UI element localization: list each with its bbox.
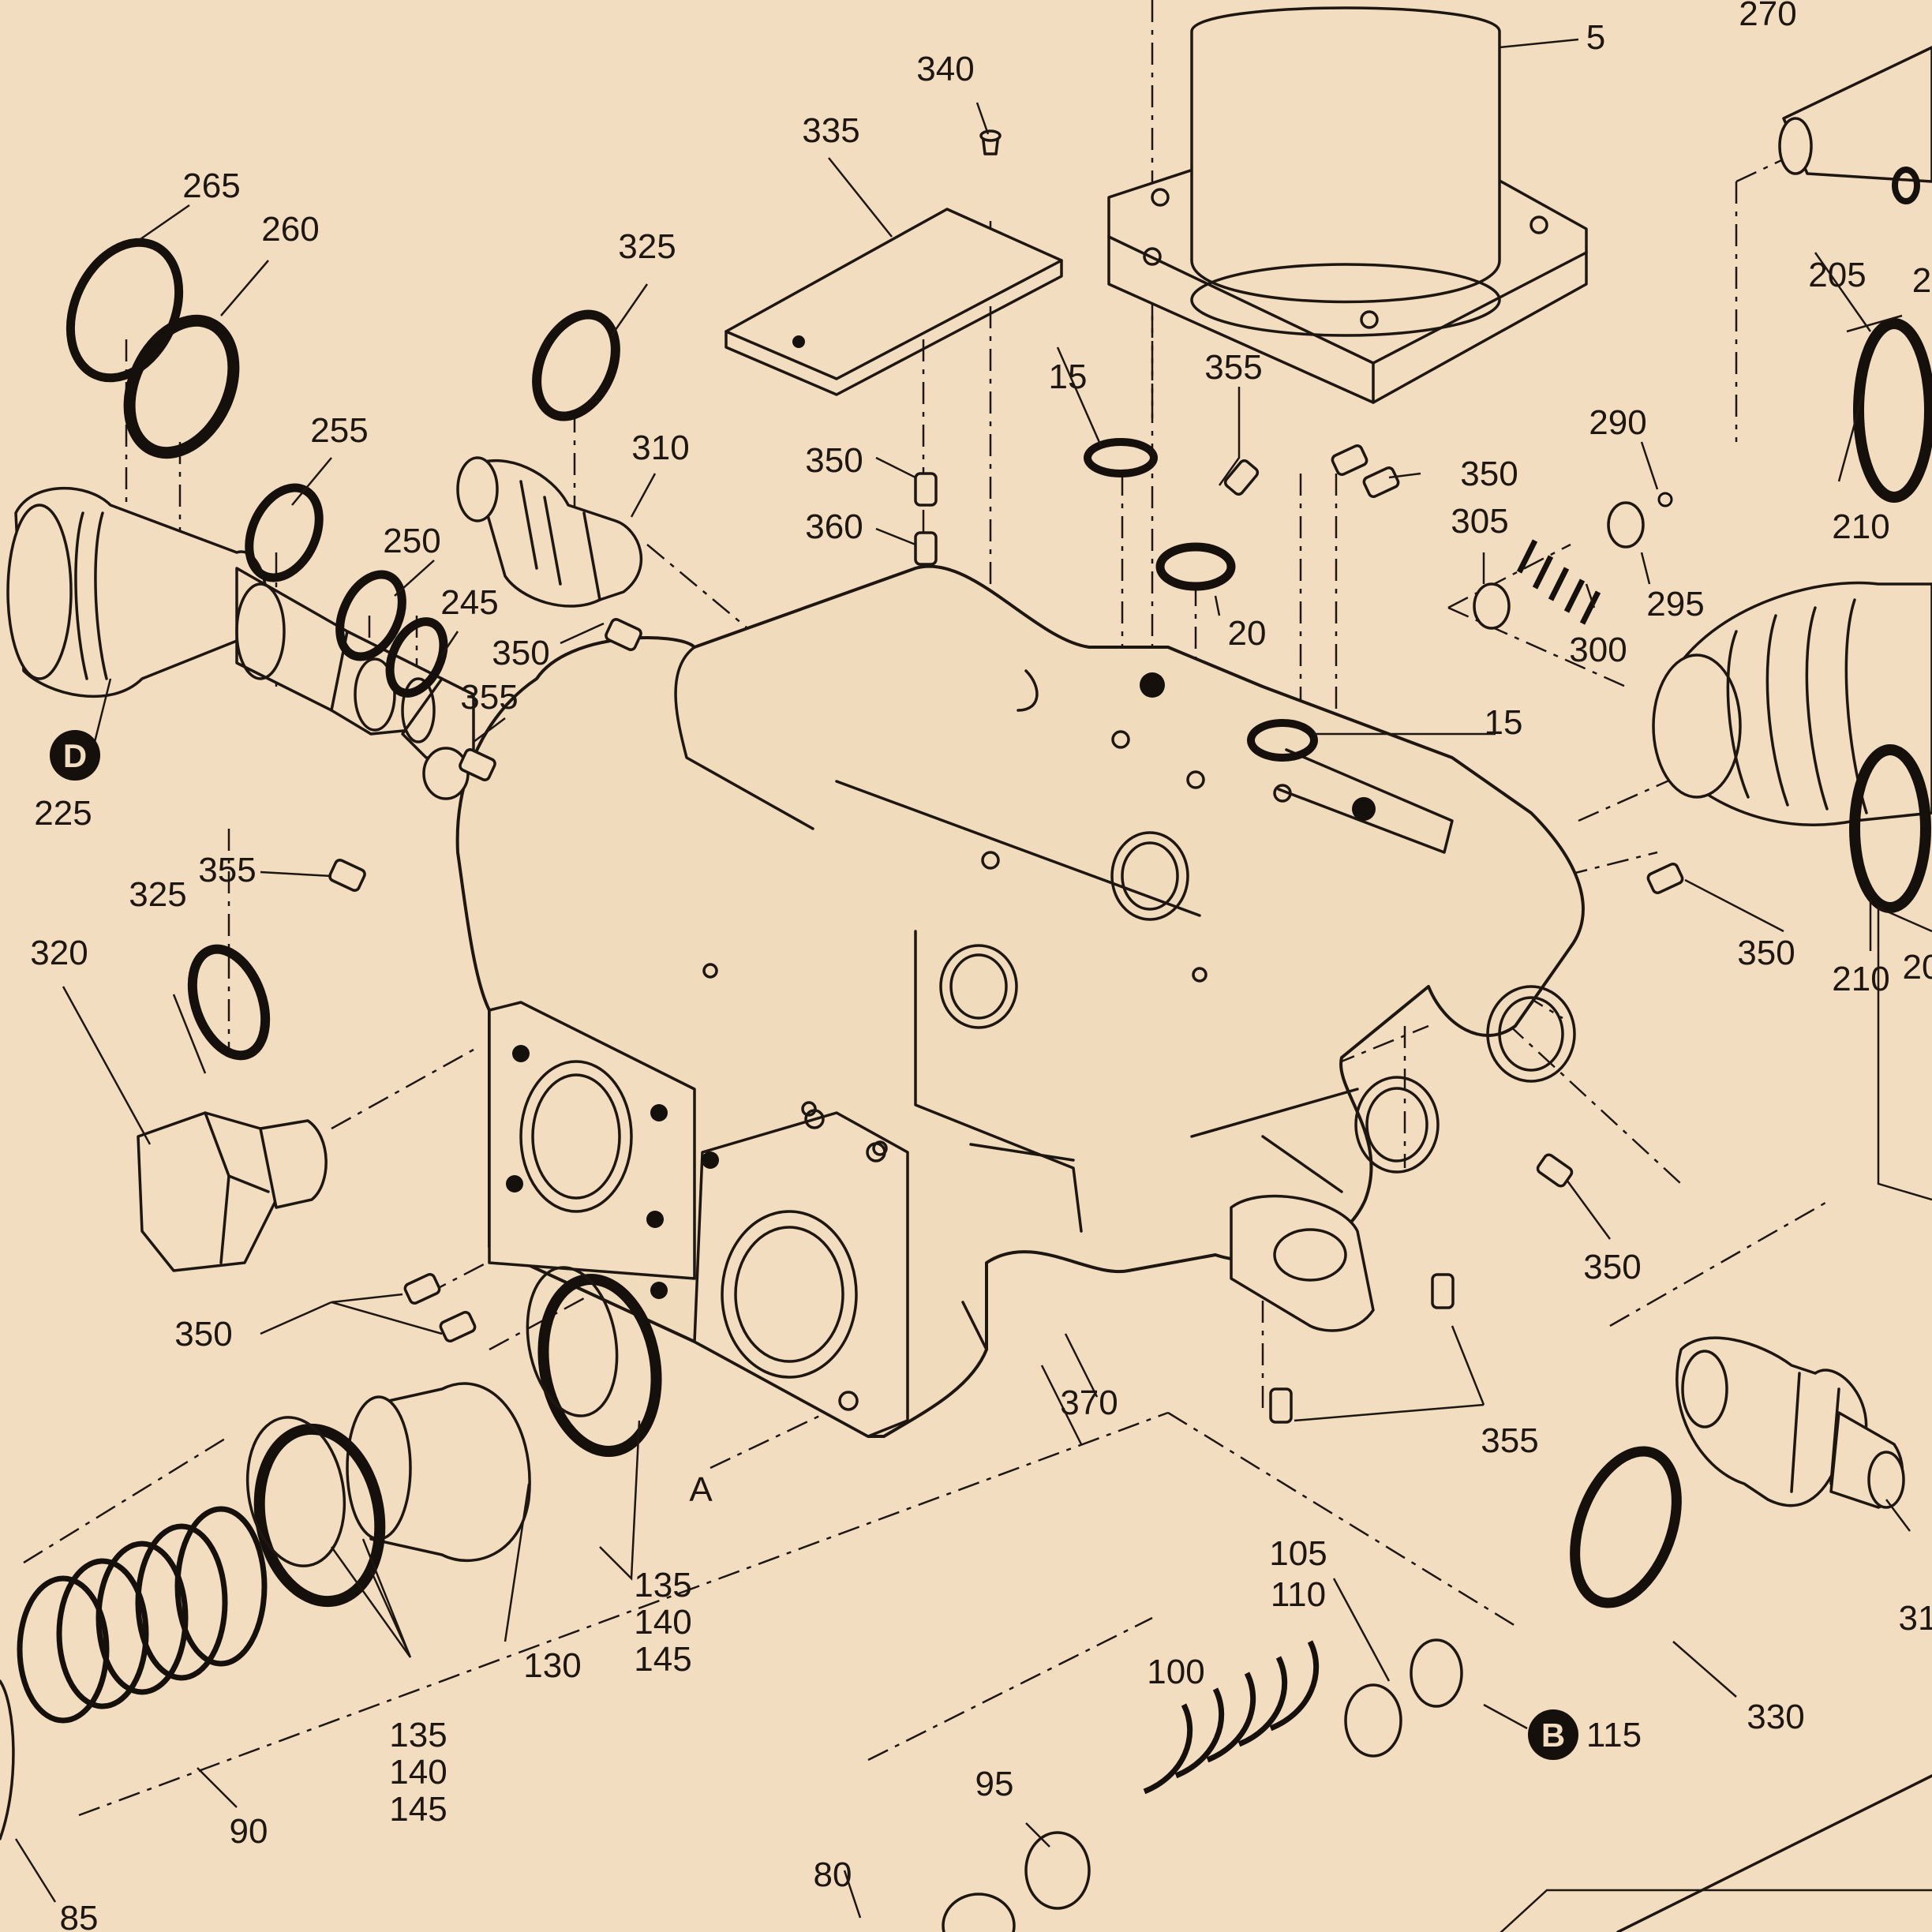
callout-135a-3: 145 bbox=[634, 1640, 691, 1679]
callout-350d: 350 bbox=[1737, 934, 1795, 972]
right-assembly bbox=[1652, 46, 1932, 1201]
callout-265: 265 bbox=[182, 167, 240, 205]
callout-355b: 355 bbox=[460, 678, 518, 717]
callout-350e: 350 bbox=[1583, 1248, 1641, 1286]
callout-labels: 5 270 340 335 265 260 325 205 2 15 355 2… bbox=[30, 0, 1932, 1932]
callout-370: 370 bbox=[1060, 1383, 1118, 1422]
callout-325b: 325 bbox=[129, 875, 186, 914]
callout-135b-1: 135 bbox=[389, 1716, 447, 1754]
badge-b: B bbox=[1528, 1709, 1578, 1760]
cylinder-housing-5 bbox=[1107, 6, 1588, 404]
check-valve-parts bbox=[1473, 441, 1673, 630]
callout-15b: 15 bbox=[1485, 703, 1523, 742]
callout-355a: 355 bbox=[1204, 348, 1262, 387]
fitting-315 bbox=[1570, 1336, 1905, 1608]
callout-110: 110 bbox=[1271, 1575, 1326, 1614]
callout-20: 20 bbox=[1228, 614, 1267, 653]
callout-100: 100 bbox=[1147, 1653, 1204, 1691]
badge-d: D bbox=[50, 730, 100, 781]
callout-210b: 210 bbox=[1832, 960, 1889, 998]
callout-350c: 350 bbox=[492, 634, 549, 672]
spool-225 bbox=[6, 486, 475, 800]
callout-135a-2: 140 bbox=[634, 1603, 691, 1642]
callout-A: A bbox=[689, 1470, 713, 1509]
callout-355c: 355 bbox=[198, 851, 256, 889]
leaders bbox=[14, 204, 1911, 1919]
callout-225: 225 bbox=[34, 794, 92, 833]
plate-335 bbox=[724, 157, 1063, 396]
callout-135b-2: 140 bbox=[389, 1753, 447, 1792]
callout-335: 335 bbox=[802, 111, 859, 150]
svg-text:B: B bbox=[1541, 1717, 1565, 1754]
callout-135b-3: 145 bbox=[389, 1790, 447, 1829]
callout-205: 205 bbox=[1808, 256, 1866, 294]
callout-80: 80 bbox=[814, 1855, 852, 1894]
callout-270: 270 bbox=[1739, 0, 1796, 33]
plug-320 bbox=[62, 986, 328, 1272]
fitting-310 bbox=[456, 456, 643, 608]
callout-250: 250 bbox=[383, 522, 440, 560]
callout-295: 295 bbox=[1646, 585, 1704, 623]
o-rings-15-20 bbox=[1084, 438, 1318, 762]
svg-text:D: D bbox=[63, 737, 87, 774]
callout-2: 2 bbox=[1912, 261, 1931, 300]
callout-135a-1: 135 bbox=[634, 1566, 691, 1604]
valve-body-370 bbox=[455, 564, 1585, 1438]
callout-300: 300 bbox=[1569, 631, 1627, 669]
callout-350a: 350 bbox=[805, 441, 863, 480]
callout-290: 290 bbox=[1589, 403, 1646, 442]
callout-5: 5 bbox=[1586, 18, 1605, 57]
callout-340: 340 bbox=[916, 50, 974, 88]
callout-355d: 355 bbox=[1481, 1421, 1538, 1460]
callout-315: 31 bbox=[1899, 1599, 1932, 1638]
callout-130: 130 bbox=[523, 1646, 581, 1685]
callout-310: 310 bbox=[631, 429, 689, 467]
callout-350b: 350 bbox=[1460, 455, 1518, 493]
callout-105: 105 bbox=[1269, 1534, 1327, 1573]
callout-330: 330 bbox=[1747, 1698, 1804, 1736]
sleeves bbox=[328, 444, 1684, 1424]
callout-325a: 325 bbox=[618, 227, 676, 266]
callout-245: 245 bbox=[440, 583, 498, 622]
callout-305: 305 bbox=[1451, 502, 1508, 541]
left-o-rings bbox=[66, 238, 620, 1061]
callout-15a: 15 bbox=[1049, 358, 1088, 396]
callout-210a: 210 bbox=[1832, 507, 1889, 546]
callout-85: 85 bbox=[60, 1899, 99, 1932]
lower-left-parts bbox=[0, 1266, 1932, 1932]
callout-350f: 350 bbox=[174, 1315, 232, 1354]
callout-90: 90 bbox=[230, 1812, 268, 1851]
callout-255: 255 bbox=[310, 411, 368, 450]
callout-20x: 20 bbox=[1903, 948, 1932, 987]
callout-320: 320 bbox=[30, 934, 88, 972]
callout-260: 260 bbox=[261, 210, 319, 249]
screw-340 bbox=[975, 102, 1002, 155]
callout-360: 360 bbox=[805, 507, 863, 546]
callout-95: 95 bbox=[975, 1765, 1014, 1803]
callout-115: 115 bbox=[1586, 1716, 1642, 1754]
